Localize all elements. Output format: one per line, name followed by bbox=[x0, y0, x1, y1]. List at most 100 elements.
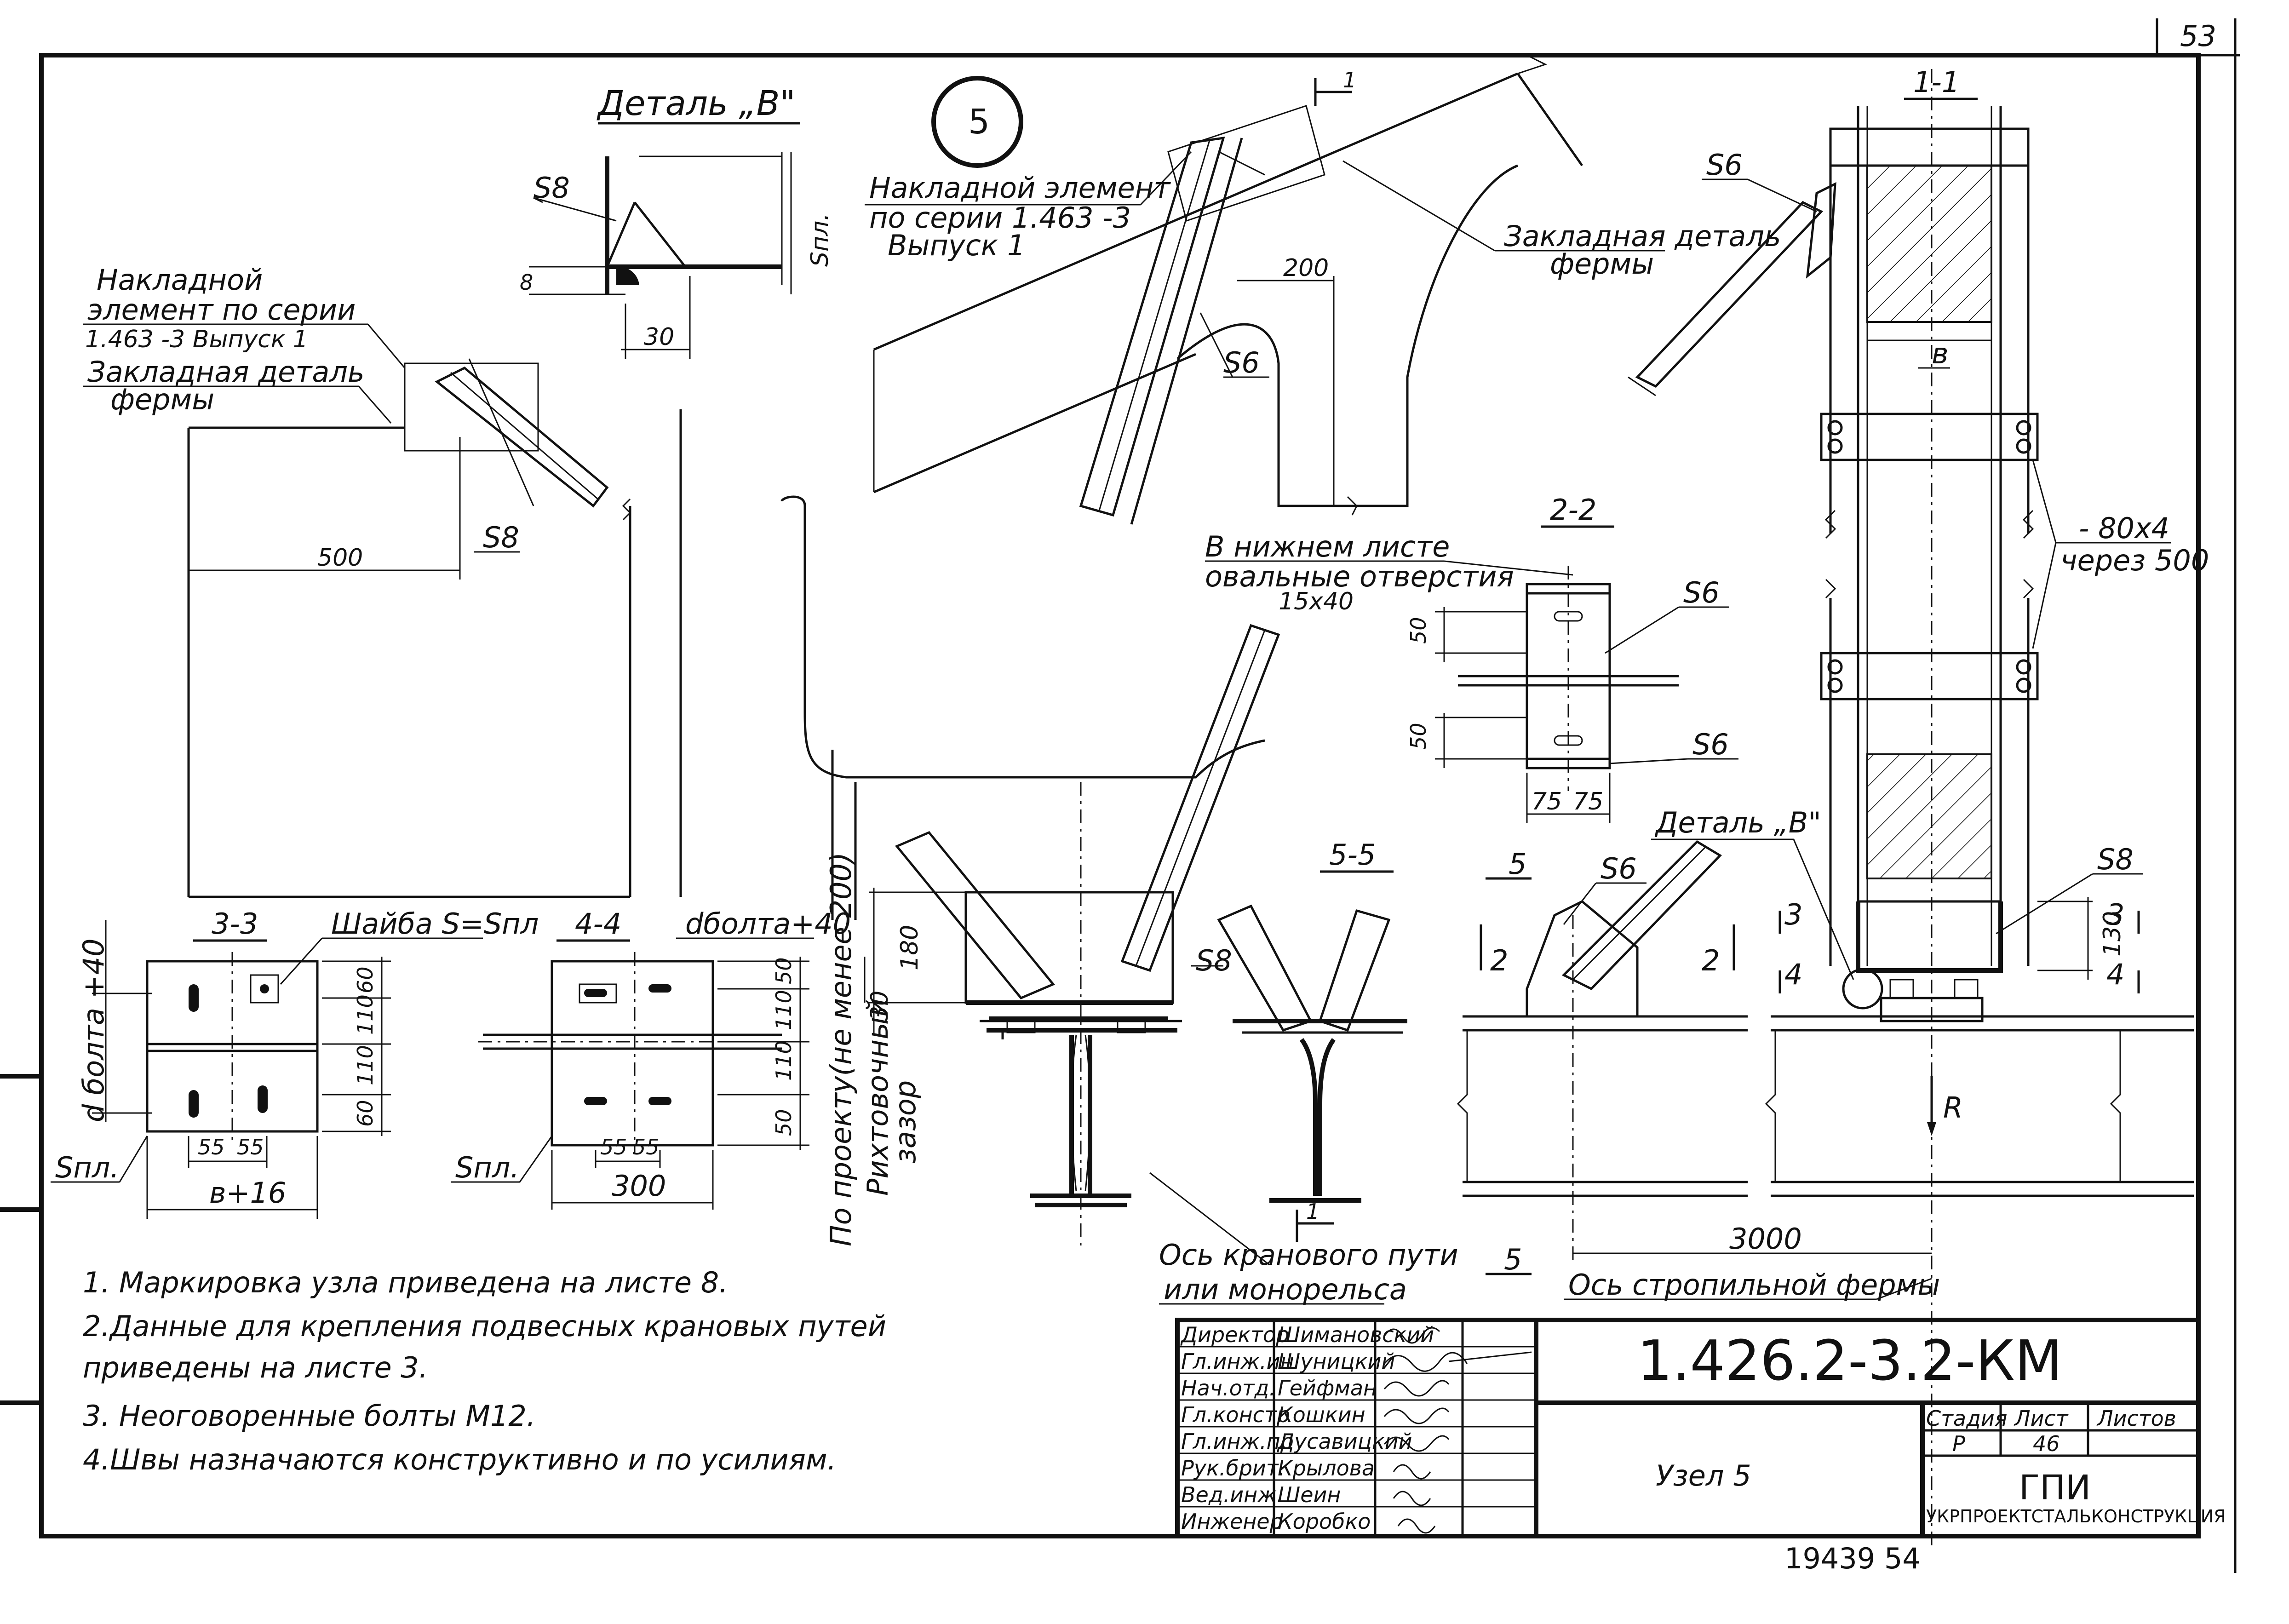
signature-role-1: Директор bbox=[1180, 1322, 1289, 1347]
washer-note: Шайба S=Sпл bbox=[331, 907, 539, 941]
section-5-5-title: 5-5 bbox=[1329, 838, 1376, 872]
section-2-2-s6-bottom: S6 bbox=[1692, 728, 1729, 761]
left-overlay-note-3: 1.463 -3 Выпуск 1 bbox=[85, 326, 308, 353]
signature-role-2: Гл.инж.ин bbox=[1181, 1349, 1294, 1374]
section-1-1-dim-130: 130 bbox=[2099, 911, 2126, 957]
section-2-2-dim-50a: 50 bbox=[1406, 617, 1431, 644]
top-embedded-note-1: Закладная деталь bbox=[1504, 219, 1781, 253]
main-node-section-mark: 1 bbox=[1306, 1199, 1319, 1224]
detail-b: Деталь „В" S8 8 30 Sпл. bbox=[520, 84, 834, 359]
side-view-s6: S6 bbox=[1601, 852, 1637, 885]
top-overlay-note-3: Выпуск 1 bbox=[888, 229, 1025, 262]
section-3-3-s-pl: Sпл. bbox=[55, 1151, 119, 1184]
signature-name-8: Коробко bbox=[1278, 1509, 1371, 1534]
top-embedded-note-2: фермы bbox=[1550, 247, 1654, 281]
main-node-gap-2: Рихтовочный bbox=[861, 999, 895, 1196]
signature-role-6: Рук.брит. bbox=[1181, 1456, 1285, 1481]
section-1-1-s8: S8 bbox=[2097, 843, 2134, 876]
section-4-4-s-pl: Sпл. bbox=[455, 1151, 519, 1184]
sheet-corner-number: 53 bbox=[2180, 19, 2216, 53]
section-1-1-mark-3-right: 3 bbox=[2106, 898, 2124, 931]
section-3-3: 3-3 Шайба S=Sпл 60 110 110 60 d болта +4… bbox=[51, 907, 539, 1219]
section-3-3-dim-55a: 55 bbox=[198, 1135, 225, 1159]
detail-b-title: Деталь „В" bbox=[597, 84, 795, 123]
section-4-4-dim-right-1: 50 bbox=[771, 957, 796, 984]
organization-name: УКРПРОЕКТСТАЛЬКОНСТРУКЦИЯ bbox=[1926, 1506, 2226, 1526]
top-section-mark: 1 bbox=[1343, 68, 1356, 92]
section-5-5: 5-5 bbox=[1217, 838, 1407, 1203]
section-2-2-title: 2-2 bbox=[1550, 493, 1596, 527]
main-node-dim-30: 30 bbox=[866, 991, 894, 1021]
section-4-4-title: 4-4 bbox=[575, 907, 621, 941]
plate-note-1: - 80х4 bbox=[2079, 511, 2169, 545]
main-node-gap-3: зазор bbox=[889, 1080, 922, 1164]
detail-b-s8: S8 bbox=[534, 171, 570, 205]
section-4-4-dim-right-2: 110 bbox=[771, 990, 796, 1030]
section-3-3-dim-right-2: 110 bbox=[353, 994, 378, 1035]
section-1-1-mark-4-right: 4 bbox=[2106, 958, 2124, 991]
left-embedded-note-2: фермы bbox=[110, 383, 214, 416]
section-4-4-dim-right-3: 110 bbox=[771, 1040, 796, 1081]
section-4-4-dim-55b: 55 bbox=[632, 1135, 660, 1159]
note-4: 3. Неоговоренные болты М12. bbox=[83, 1399, 536, 1433]
main-node-dim-180: 180 bbox=[896, 925, 924, 970]
sheets-label: Листов bbox=[2096, 1406, 2176, 1431]
sheet-name: Узел 5 bbox=[1656, 1459, 1751, 1492]
section-3-3-d-bolt: d болта +40 bbox=[77, 938, 110, 1122]
top-s6: S6 bbox=[1223, 346, 1260, 379]
side-view-dim-3000: 3000 bbox=[1729, 1222, 1802, 1256]
main-node-gap-1: По проекту(не менее 200) bbox=[824, 852, 858, 1246]
handwritten-signatures bbox=[1383, 1327, 1532, 1534]
node-number-badge: 5 bbox=[931, 76, 1023, 168]
section-1-1: 1-1 S6 в - 80х4 через 500 bbox=[1628, 65, 2209, 1545]
section-3-3-dim-right-3: 110 bbox=[353, 1045, 378, 1085]
sheet-frame: 53 bbox=[0, 18, 2240, 1573]
section-3-3-dim-right-1: 60 bbox=[353, 966, 378, 993]
signature-role-5: Гл.инж.пр bbox=[1181, 1429, 1294, 1454]
left-overlay-note-2: элемент по серии bbox=[87, 293, 356, 327]
section-4-4-dim-300: 300 bbox=[612, 1169, 666, 1203]
bottom-sheet-note-3: 15х40 bbox=[1279, 588, 1354, 615]
signature-role-8: Инженер bbox=[1181, 1509, 1283, 1534]
note-1: 1. Маркировка узла приведена на листе 8. bbox=[83, 1266, 728, 1299]
section-1-1-load: R bbox=[1943, 1091, 1963, 1125]
main-node: S8 180 30 По проекту(не менее 200) Рихто… bbox=[780, 495, 1458, 1306]
signature-role-4: Гл.констр bbox=[1181, 1402, 1290, 1427]
truss-axis: Ось стропильной фермы bbox=[1568, 1268, 1940, 1302]
org-logo: ГПИ bbox=[2019, 1468, 2091, 1508]
stage-value: Р bbox=[1952, 1431, 1965, 1456]
title-block: Директор Шимановский Гл.инж.ин Шуницкий … bbox=[1175, 1318, 2226, 1538]
main-node-s8: S8 bbox=[1196, 944, 1232, 977]
note-3: приведены на листе 3. bbox=[83, 1351, 428, 1384]
detail-b-s-pl: Sпл. bbox=[806, 213, 834, 267]
section-4-4-dim-55a: 55 bbox=[600, 1135, 627, 1159]
top-overlay-note-1: Накладной элемент bbox=[869, 171, 1171, 205]
side-view-mark-5-top: 5 bbox=[1509, 847, 1526, 881]
crane-axis-1: Ось кранового пути bbox=[1159, 1238, 1458, 1272]
section-1-1-title: 1-1 bbox=[1913, 65, 1960, 99]
signature-name-7: Шеин bbox=[1278, 1482, 1341, 1507]
top-overlay-note-2: по серии 1.463 -3 bbox=[869, 201, 1131, 235]
section-3-3-dim-right-4: 60 bbox=[353, 1100, 378, 1127]
section-1-1-mark-4-left: 4 bbox=[1784, 958, 1802, 991]
signature-role-3: Нач.отд. bbox=[1181, 1376, 1276, 1400]
section-2-2-dim-75b: 75 bbox=[1573, 788, 1603, 815]
signature-name-1: Шимановский bbox=[1278, 1322, 1434, 1347]
top-dim-200: 200 bbox=[1283, 254, 1329, 282]
left-elevation: Накладной элемент по серии 1.463 -3 Выпу… bbox=[83, 263, 682, 898]
side-view-mark-2-left: 2 bbox=[1490, 944, 1508, 977]
plate-note-2: через 500 bbox=[2060, 544, 2209, 577]
left-embedded-note-1: Закладная деталь bbox=[87, 355, 365, 389]
archive-number: 19439 54 bbox=[1784, 1542, 1921, 1575]
section-4-4-d-bolt: dболта+40 bbox=[685, 907, 851, 941]
document-code: 1.426.2-3.2-КМ bbox=[1637, 1329, 2062, 1393]
section-4-4: 4-4 dболта+40 50 110 110 50 Sпл. 55 55 bbox=[451, 907, 851, 1210]
section-4-4-dim-right-4: 50 bbox=[771, 1109, 796, 1136]
side-view: S6 2 2 5 5 3000 Ось стропильной фермы bbox=[1457, 840, 1940, 1302]
section-1-1-width: в bbox=[1932, 337, 1949, 370]
signature-name-5: Дусавицкий bbox=[1277, 1429, 1412, 1454]
left-dim-500: 500 bbox=[317, 544, 363, 572]
left-overlay-note-1: Накладной bbox=[97, 263, 263, 297]
sheet-value: 46 bbox=[2033, 1431, 2060, 1456]
